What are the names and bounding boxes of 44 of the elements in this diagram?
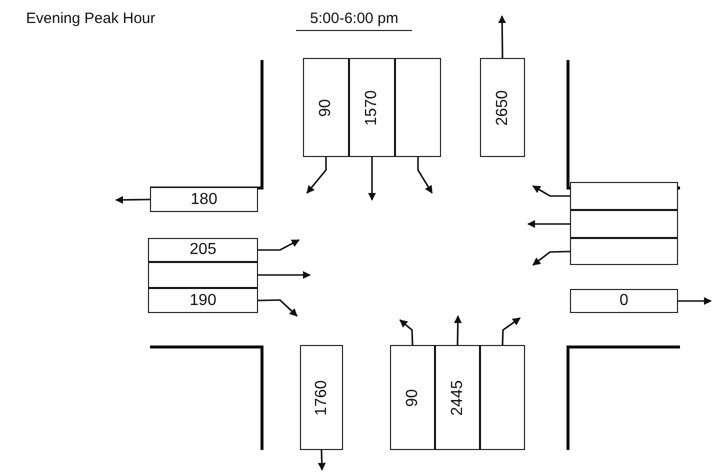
arrow — [258, 239, 300, 251]
arrow — [368, 157, 376, 201]
lane-box — [480, 345, 525, 450]
arrow — [306, 157, 327, 194]
volume-box — [390, 345, 435, 450]
traffic-volume: 0 — [620, 292, 628, 310]
traffic-volume: 205 — [190, 241, 216, 259]
arrow — [454, 315, 462, 346]
traffic-volume: 90 — [404, 388, 422, 406]
volume-box — [150, 187, 258, 212]
volume-box — [148, 238, 258, 262]
arrow — [258, 299, 298, 317]
arrow — [502, 317, 521, 346]
volume-box — [303, 58, 349, 157]
arrow — [527, 220, 570, 228]
lane-box — [395, 58, 441, 157]
arrow — [678, 297, 712, 305]
arrow — [318, 450, 326, 471]
arrow — [532, 185, 570, 197]
arrow — [115, 196, 150, 204]
lane-box — [570, 238, 678, 265]
volume-box — [349, 58, 395, 157]
lane-box — [570, 210, 678, 238]
volume-box — [148, 288, 258, 313]
arrow — [498, 15, 506, 58]
lane-box — [148, 262, 258, 288]
title: Evening Peak Hour — [26, 10, 156, 27]
volume-box — [435, 345, 480, 450]
traffic-volume: 190 — [190, 292, 216, 310]
traffic-volume: 90 — [317, 98, 335, 116]
arrow — [417, 157, 433, 194]
traffic-volume: 1760 — [312, 380, 330, 416]
volume-box — [570, 289, 678, 313]
arrow — [258, 271, 311, 279]
volume-box — [480, 58, 525, 157]
traffic-volume: 2650 — [494, 90, 512, 126]
arrow — [532, 250, 570, 266]
arrow — [399, 319, 414, 346]
lane-box — [570, 182, 678, 210]
traffic-volume: 180 — [190, 190, 218, 208]
traffic-volume: 1570 — [363, 90, 381, 126]
time-period-label: 5:00-6:00 pm — [296, 10, 412, 31]
traffic-volume: 2445 — [448, 380, 466, 416]
volume-box — [300, 345, 343, 450]
